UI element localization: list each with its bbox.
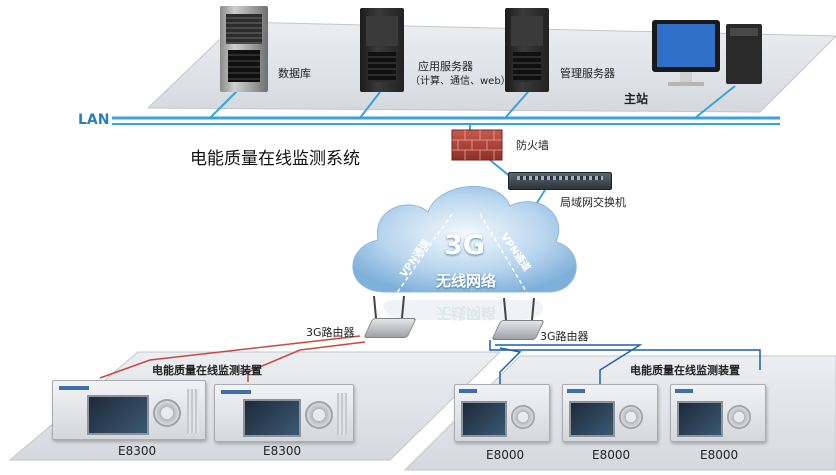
app-server-label: 应用服务器 (418, 60, 473, 73)
lan-switch-label: 局域网交换机 (560, 196, 626, 209)
device-e8000-label-1: E8000 (486, 448, 525, 462)
mgmt-server-icon (505, 8, 549, 92)
router-left-label: 3G路由器 (306, 326, 355, 339)
device-e8300-label-2: E8300 (263, 444, 302, 458)
cloud-3g-label: 3G (444, 230, 485, 261)
database-label: 数据库 (278, 67, 311, 80)
mgmt-server-label: 管理服务器 (560, 67, 615, 80)
router-right-antennas (503, 297, 535, 321)
vpn-line-right (479, 213, 531, 299)
cloud-wireless-reflection: 无线网络 (436, 304, 497, 322)
vpn-line-left (391, 213, 453, 301)
power-quality-monitor-icon (454, 384, 550, 442)
master-station-label: 主站 (624, 92, 649, 106)
firewall-label: 防火墙 (516, 139, 549, 152)
app-server-sublabel: （计算、通信、web） (410, 76, 511, 87)
lan-label: LAN (78, 112, 110, 128)
device-e8000-label-3: E8000 (700, 448, 739, 462)
database-server-icon (220, 6, 268, 92)
router-right-icon (491, 320, 545, 340)
app-server-icon (360, 8, 404, 92)
link-database (209, 89, 239, 119)
firewall-icon (451, 129, 503, 161)
router-left-icon (363, 318, 417, 338)
cloud-reflection (383, 300, 544, 320)
device-group-right-label: 电能质量在线监测装置 (630, 364, 740, 377)
power-quality-monitor-icon (214, 384, 354, 442)
link-workstation (694, 85, 736, 119)
link-mgmt-server (504, 91, 529, 119)
device-group-left-label: 电能质量在线监测装置 (152, 364, 262, 377)
router-right-label: 3G路由器 (540, 330, 589, 343)
power-quality-monitor-icon (670, 384, 766, 442)
network-switch-icon (508, 172, 612, 190)
device-e8300-label-1: E8300 (118, 444, 157, 458)
right-link-a (489, 340, 761, 370)
desktop-computer-icon (652, 20, 762, 86)
system-name-label: 电能质量在线监测系统 (190, 149, 360, 169)
power-quality-monitor-icon (52, 380, 206, 440)
power-quality-monitor-icon (562, 384, 658, 442)
link-app-server (359, 91, 381, 119)
left-link-b (247, 341, 366, 382)
cloud-shape (352, 186, 577, 293)
router-left-antennas (373, 295, 405, 319)
right-link-b (495, 344, 643, 384)
device-e8000-label-2: E8000 (592, 448, 631, 462)
cloud-wireless-label: 无线网络 (436, 272, 497, 290)
left-link-a (99, 335, 361, 379)
right-link-c (499, 347, 522, 384)
